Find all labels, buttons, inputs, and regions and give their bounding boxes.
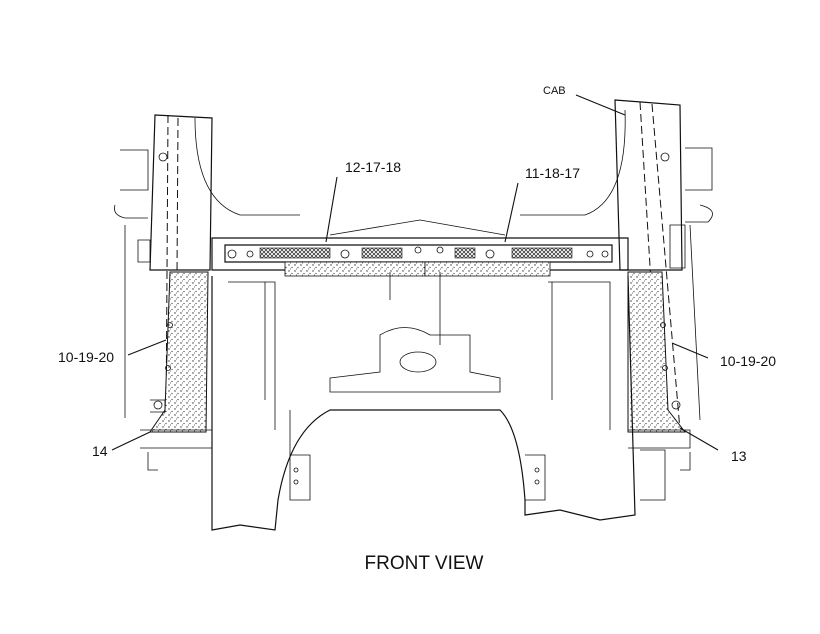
cab-label: CAB	[543, 85, 566, 97]
right-side-leader	[671, 342, 709, 359]
left-side-leader	[127, 339, 167, 356]
upper-seal-strips	[284, 261, 551, 277]
cab-leader	[575, 94, 626, 116]
main-frame	[140, 272, 691, 531]
bottom-left-leader	[111, 431, 151, 451]
view-title: FRONT VIEW	[365, 553, 484, 574]
upper-right-leader	[504, 182, 519, 243]
right-side-seal	[627, 271, 687, 433]
right-side-callout: 10-19-20	[720, 353, 776, 369]
bottom-right-leader	[679, 427, 719, 451]
right-cab-post	[520, 99, 713, 431]
leader-lines	[111, 94, 719, 451]
left-side-callout: 10-19-20	[58, 349, 114, 365]
upper-right-callout: 11-18-17	[525, 165, 580, 181]
upper-left-leader	[325, 176, 338, 243]
bottom-right-callout: 13	[731, 448, 747, 464]
upper-left-callout: 12-17-18	[345, 159, 401, 175]
upper-cross-member	[211, 219, 629, 271]
bottom-left-callout: 14	[92, 443, 108, 459]
left-side-seal	[149, 271, 209, 433]
